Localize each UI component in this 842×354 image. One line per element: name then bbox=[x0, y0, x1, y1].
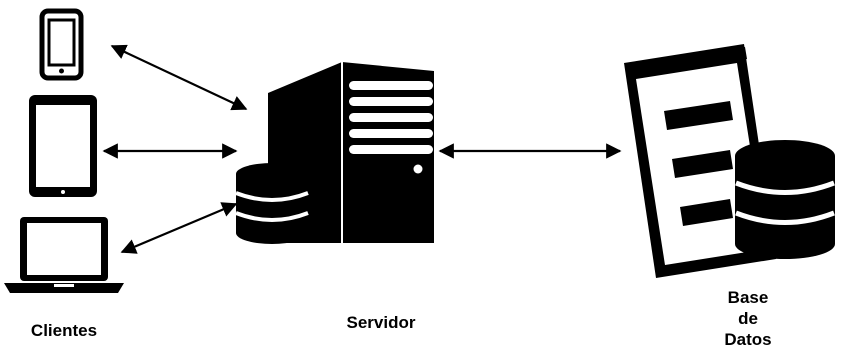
server-label: Servidor bbox=[346, 313, 416, 332]
database-label-line-1: Base bbox=[727, 288, 769, 307]
laptop-server-arrow bbox=[120, 202, 238, 254]
database-label: Base de Datos bbox=[706, 287, 790, 350]
database-label-line-3: Datos bbox=[724, 330, 772, 349]
tablet-icon bbox=[29, 95, 97, 197]
database-overlay-cylinder-icon bbox=[735, 140, 835, 259]
laptop-icon bbox=[4, 217, 124, 293]
database-cylinder-icon bbox=[235, 163, 309, 244]
database-label-line-2: de bbox=[738, 309, 758, 328]
clients-label: Clientes bbox=[30, 321, 98, 340]
smartphone-icon bbox=[39, 8, 84, 81]
phone-server-arrow bbox=[110, 44, 248, 111]
